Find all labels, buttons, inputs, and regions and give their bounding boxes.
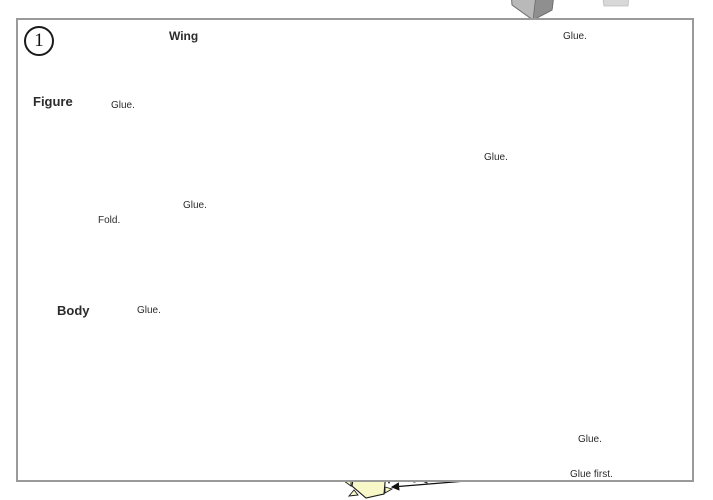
step-number-text: 1 (34, 30, 44, 51)
label-glue-tail: Glue. (484, 152, 508, 163)
label-glue-figure: Glue. (111, 100, 135, 111)
diagram-frame-border (16, 18, 694, 482)
label-glue-fin: Glue. (563, 31, 587, 42)
label-figure: Figure (33, 94, 73, 109)
label-glue-first: Glue first. (570, 469, 613, 480)
label-wing: Wing (169, 29, 199, 43)
cut-top-piece-1 (511, 0, 554, 21)
label-glue-wing: Glue. (183, 200, 207, 211)
label-glue-body: Glue. (137, 305, 161, 316)
label-glue-nose: Glue. (578, 434, 602, 445)
cut-top-piece-2 (602, 0, 629, 7)
step-number-badge: 1 (24, 26, 54, 56)
label-fold-figure: Fold. (98, 215, 121, 226)
label-body: Body (57, 303, 90, 318)
